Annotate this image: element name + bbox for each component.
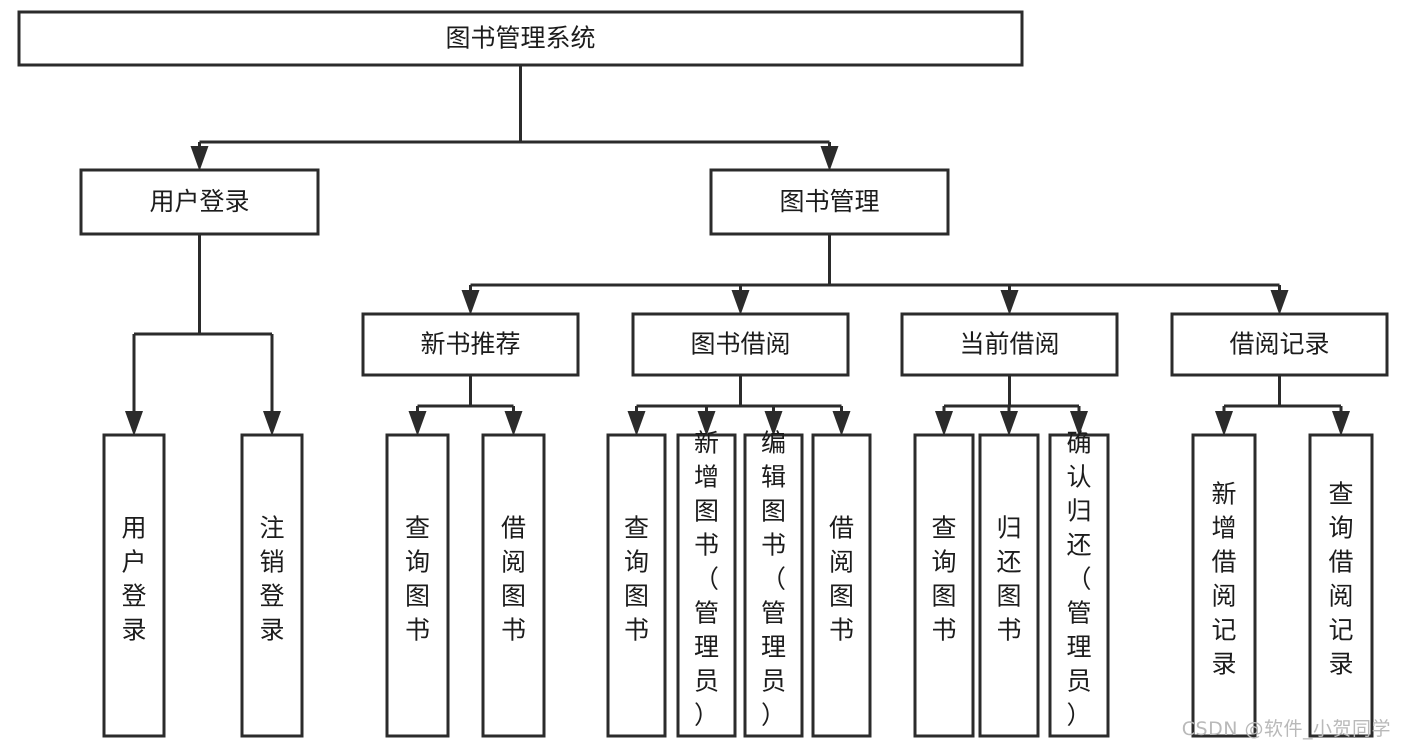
node-label: 当前借阅: [959, 330, 1059, 359]
node-box: [385, 433, 450, 738]
node-label: 查询图书: [931, 514, 956, 645]
node-label: 借阅图书: [501, 514, 526, 645]
node-leaf-rec-add-record[interactable]: 新增借阅记录: [1191, 433, 1257, 738]
node-box: [743, 433, 804, 738]
node-book-borrow[interactable]: 图书借阅: [631, 312, 850, 377]
node-label: 编辑图书（管理员）: [761, 429, 786, 730]
node-label: 查询图书: [405, 514, 430, 645]
node-label: 注销登录: [259, 514, 284, 645]
node-leaf-borrow-lend-book[interactable]: 借阅图书: [811, 433, 872, 738]
node-label: 确认归还（管理员）: [1066, 429, 1091, 730]
node-label: 借阅记录: [1229, 330, 1329, 359]
node-book-manage[interactable]: 图书管理: [709, 168, 950, 236]
node-box: [606, 433, 667, 738]
node-label: 借阅图书: [829, 514, 854, 645]
node-box: [102, 433, 166, 738]
edge-layer: [125, 65, 1350, 436]
node-label: 用户登录: [149, 187, 249, 216]
node-box: [361, 312, 580, 377]
node-box: [1048, 433, 1110, 738]
node-box: [913, 433, 975, 738]
node-box: [631, 312, 850, 377]
node-leaf-borrow-edit-book[interactable]: 编辑图书（管理员）: [743, 429, 804, 738]
node-leaf-user-login[interactable]: 用户登录: [102, 433, 166, 738]
node-leaf-cur-query-book[interactable]: 查询图书: [913, 433, 975, 738]
node-label: 用户登录: [121, 514, 146, 645]
node-box: [709, 168, 950, 236]
node-label: 查询图书: [624, 514, 649, 645]
node-leaf-cur-confirm-return[interactable]: 确认归还（管理员）: [1048, 429, 1110, 738]
node-label: 新增借阅记录: [1211, 480, 1236, 679]
node-leaf-borrow-add-book[interactable]: 新增图书（管理员）: [676, 429, 737, 738]
node-borrow-record[interactable]: 借阅记录: [1170, 312, 1389, 377]
node-leaf-rec-query-record[interactable]: 查询借阅记录: [1308, 433, 1374, 738]
node-box: [1170, 312, 1389, 377]
node-box: [17, 10, 1024, 67]
node-label: 图书管理: [779, 187, 879, 216]
node-box: [900, 312, 1119, 377]
node-new-book-rec[interactable]: 新书推荐: [361, 312, 580, 377]
node-layer: 图书管理系统用户登录图书管理新书推荐图书借阅当前借阅借阅记录用户登录注销登录查询…: [17, 10, 1389, 738]
node-user-login[interactable]: 用户登录: [79, 168, 320, 236]
node-box: [240, 433, 304, 738]
node-label: 图书管理系统: [445, 24, 595, 53]
node-label: 新增图书（管理员）: [694, 429, 719, 730]
node-label: 图书借阅: [690, 330, 790, 359]
node-box: [676, 433, 737, 738]
node-box: [1308, 433, 1374, 738]
node-leaf-rec-query-book[interactable]: 查询图书: [385, 433, 450, 738]
node-box: [79, 168, 320, 236]
node-leaf-cur-return-book[interactable]: 归还图书: [978, 433, 1040, 738]
node-label: 归还图书: [996, 514, 1021, 645]
node-box: [978, 433, 1040, 738]
node-leaf-rec-borrow-book[interactable]: 借阅图书: [481, 433, 546, 738]
node-leaf-borrow-query-book[interactable]: 查询图书: [606, 433, 667, 738]
node-box: [481, 433, 546, 738]
node-root[interactable]: 图书管理系统: [17, 10, 1024, 67]
node-box: [811, 433, 872, 738]
node-box: [1191, 433, 1257, 738]
node-leaf-user-logout[interactable]: 注销登录: [240, 433, 304, 738]
node-current-borrow[interactable]: 当前借阅: [900, 312, 1119, 377]
node-label: 查询借阅记录: [1328, 480, 1353, 679]
node-label: 新书推荐: [420, 330, 520, 359]
